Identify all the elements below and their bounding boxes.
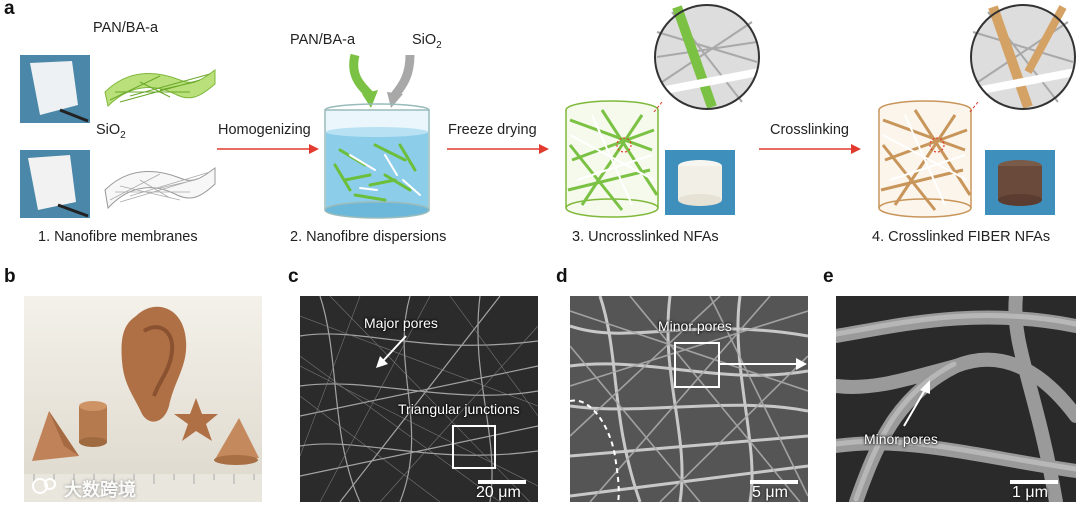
label-triangular-junctions: Triangular junctions (398, 401, 520, 417)
sio2-label: SiO2 (96, 122, 126, 141)
panel-label-c: c (288, 266, 299, 288)
label-minor-pores-d: Minor pores (658, 318, 732, 334)
step-1-caption: 1. Nanofibre membranes (38, 229, 198, 245)
box-triangular-junctions (452, 425, 496, 469)
arrow-to-panel-e (716, 357, 808, 371)
arrow-label-freeze-drying: Freeze drying (448, 122, 537, 138)
arrow-minor-pores-e (896, 378, 936, 430)
scale-label-e: 1 μm (1012, 484, 1048, 502)
sio2-membrane-illustration (100, 160, 220, 215)
step-4-caption: 4. Crosslinked FIBER NFAs (872, 229, 1050, 245)
panel-label-d: d (556, 266, 568, 288)
arrow-label-homogenizing: Homogenizing (218, 122, 311, 138)
arrow-major-pores (374, 332, 414, 372)
crosslinked-nfa-photo (985, 150, 1055, 215)
label-major-pores: Major pores (364, 315, 438, 331)
watermark-logo-icon (30, 474, 62, 498)
sem-image-e (836, 296, 1076, 502)
arrow-freeze-drying (445, 143, 550, 155)
panel-label-b: b (4, 266, 16, 288)
crosslinked-zoom-circle (968, 2, 1078, 112)
arrow-homogenizing (215, 143, 320, 155)
beaker-illustration (315, 50, 440, 222)
dispersion-label-sio2: SiO2 (412, 32, 442, 51)
scale-label-c: 20 μm (476, 484, 521, 502)
uncrosslinked-nfa-cylinder (562, 100, 662, 220)
watermark: 大数跨境 (64, 476, 136, 502)
scale-label-d: 5 μm (752, 484, 788, 502)
sio2-label-text: SiO (96, 122, 120, 138)
pan-label: PAN/BA-a (93, 20, 158, 36)
crosslinked-nfa-cylinder (875, 100, 975, 220)
label-minor-pores-e: Minor pores (864, 431, 938, 447)
uncrosslinked-zoom-circle (652, 2, 762, 112)
dispersion-sio2-text: SiO (412, 32, 436, 48)
dispersion-label-pan: PAN/BA-a (290, 32, 355, 48)
sio2-label-sub: 2 (120, 130, 126, 141)
3d-printed-objects-photo (24, 296, 262, 502)
arrow-label-crosslinking: Crosslinking (770, 122, 849, 138)
membrane-photo-pan (20, 55, 90, 123)
panel-label-a: a (4, 0, 15, 20)
uncrosslinked-nfa-photo (665, 150, 735, 215)
panel-label-e: e (823, 266, 834, 288)
arrow-crosslinking (757, 143, 862, 155)
step-3-caption: 3. Uncrosslinked NFAs (572, 229, 719, 245)
step-2-caption: 2. Nanofibre dispersions (290, 229, 446, 245)
pan-membrane-illustration (100, 62, 220, 112)
box-minor-pores (674, 342, 720, 388)
membrane-photo-sio2 (20, 150, 90, 218)
